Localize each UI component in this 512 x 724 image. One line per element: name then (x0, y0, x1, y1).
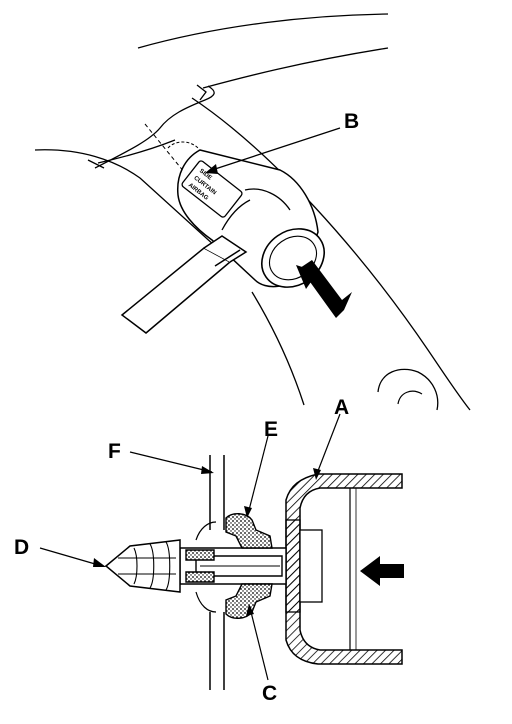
rotation-arc-top (195, 521, 217, 541)
garnish-edge (94, 85, 215, 169)
leader-f (129, 451, 213, 473)
leader-e (247, 435, 269, 515)
panel-f (209, 455, 225, 690)
clip-flange (285, 519, 301, 613)
leader-a (315, 413, 341, 477)
tool-handle (120, 235, 248, 334)
leader-lines (39, 413, 341, 681)
rotation-arc-bottom (195, 591, 217, 613)
clip-nose-d (104, 539, 181, 593)
press-arrow-top (300, 260, 352, 318)
callout-a: A (334, 396, 349, 419)
callout-d: D (14, 536, 29, 559)
callout-f: F (108, 440, 121, 463)
callout-b: B (344, 110, 359, 133)
housing-a (285, 473, 403, 665)
trim-circle (377, 368, 439, 411)
callout-e: E (264, 418, 278, 441)
top-view: SIDE CURTAIN AIRBAG B (34, 13, 471, 411)
leader-d (39, 547, 103, 567)
seal-e (225, 513, 273, 549)
press-arrow-section (360, 556, 404, 586)
section-view: A E F D C (14, 396, 404, 705)
body-panel-outline (34, 13, 471, 411)
airbag-label-plate: SIDE CURTAIN AIRBAG (181, 160, 243, 218)
leader-c (249, 607, 269, 681)
callout-c: C (262, 682, 277, 705)
clip-body (179, 547, 287, 585)
leader-b (211, 127, 341, 171)
